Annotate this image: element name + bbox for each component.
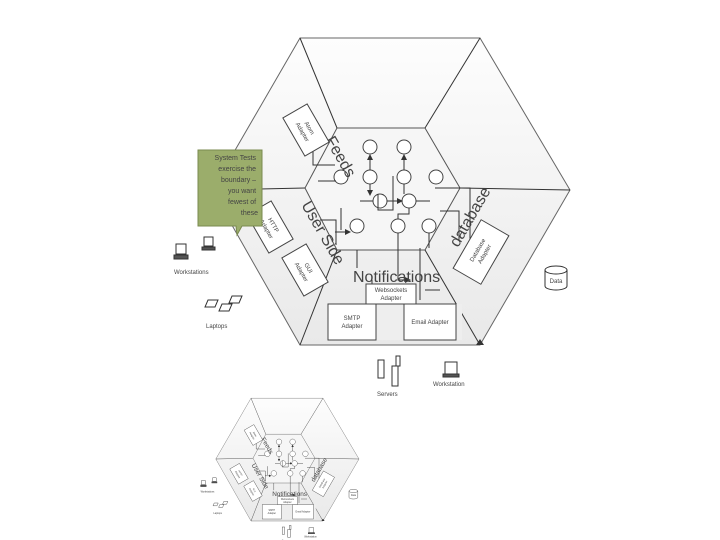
data-store-icon: Data xyxy=(544,265,568,291)
workstation-label: Workstation xyxy=(433,382,465,388)
section-notifications: Notifications xyxy=(353,269,440,286)
svg-text:System Tests exercise th: System Tests exercise the boundary – you… xyxy=(215,155,259,217)
svg-text:Adapter: Adapter xyxy=(380,296,401,302)
svg-text:Email Adapter: Email Adapter xyxy=(411,320,448,326)
gui-adapter: GUI Adapter xyxy=(281,243,329,297)
thumbnail-diagram xyxy=(201,398,359,540)
workstation-icon xyxy=(442,361,460,378)
domain-nodes xyxy=(333,139,444,234)
svg-text:SMTP: SMTP xyxy=(344,316,361,322)
laptops-icon xyxy=(204,295,243,312)
websockets-adapter: Websockets Adapter xyxy=(365,283,417,305)
svg-text:Websockets: Websockets xyxy=(375,288,408,294)
smtp-adapter: SMTP Adapter xyxy=(327,303,377,341)
main-diagram: Feeds User Side database Notifications A… xyxy=(173,37,571,398)
workstations-icon xyxy=(173,236,216,260)
servers-label: Servers xyxy=(377,392,398,398)
servers-icon xyxy=(377,355,401,387)
svg-text:Data: Data xyxy=(550,279,563,285)
laptops-label: Laptops xyxy=(206,324,227,330)
atom-adapter: Atom Adapter xyxy=(282,103,330,157)
email-adapter: Email Adapter xyxy=(403,303,457,341)
svg-text:GUI: GUI xyxy=(302,262,313,275)
database-adapter: Database Adapter xyxy=(452,219,510,285)
system-tests-callout: System Tests exercise the boundary – you… xyxy=(197,149,263,237)
svg-text:Adapter: Adapter xyxy=(341,324,362,330)
workstations-label: Workstations xyxy=(174,270,209,276)
